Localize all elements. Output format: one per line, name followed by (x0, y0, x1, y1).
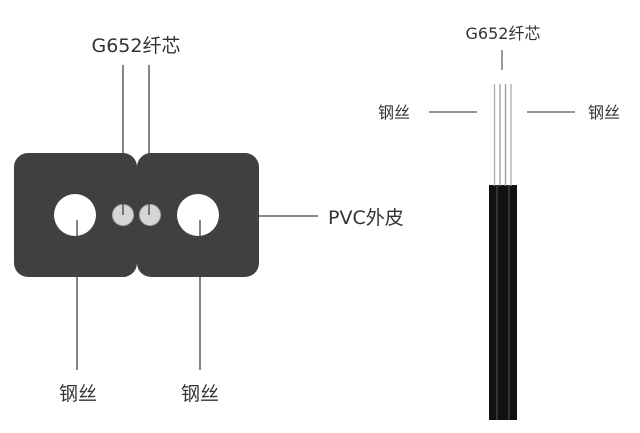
side-fiber-label: G652纤芯 (466, 24, 541, 43)
steel-wire-right-label: 钢丝 (181, 383, 219, 405)
fiber-core-right (139, 204, 161, 226)
side-steel-wire-left-label: 钢丝 (378, 103, 410, 122)
steel-wire-hole-right (177, 194, 219, 236)
cross-section: G652纤芯 PVC外皮 钢丝 钢丝 (14, 35, 404, 405)
side-view: G652纤芯 钢丝 钢丝 (378, 24, 620, 420)
exposed-wires (493, 84, 512, 186)
leader-lines (76, 65, 318, 370)
side-leader-lines (429, 50, 575, 113)
steel-wire-hole-left (54, 194, 96, 236)
cable-jacket (489, 185, 517, 420)
side-steel-wire-right-label: 钢丝 (588, 103, 620, 122)
steel-wire-left-label: 钢丝 (59, 383, 97, 405)
fiber-label: G652纤芯 (92, 35, 181, 57)
sheath-label: PVC外皮 (328, 207, 404, 229)
